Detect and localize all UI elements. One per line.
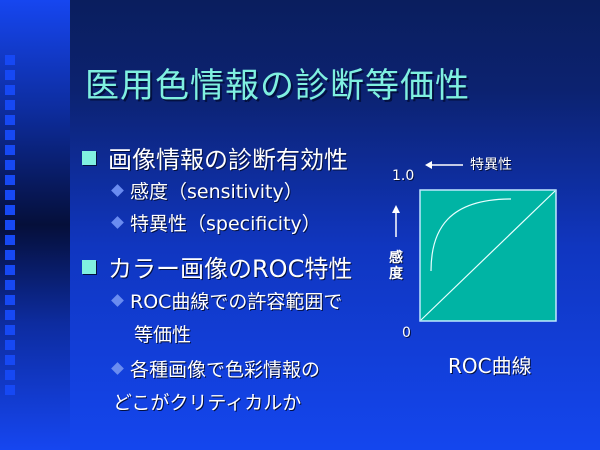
diamond-bullet-icon	[111, 294, 124, 307]
decorative-square	[5, 85, 15, 95]
sub-bullet-continuation: どこがクリティカルか	[113, 392, 302, 414]
diamond-bullet-icon	[111, 216, 124, 229]
square-bullet-icon	[82, 150, 96, 165]
square-bullet-icon	[82, 259, 96, 274]
y-axis-top-label: 1.0	[392, 168, 415, 184]
roc-curve	[430, 198, 512, 272]
sub-bullet-text: 感度（sensitivity）	[130, 181, 303, 203]
decorative-square	[5, 265, 15, 275]
decorative-square	[5, 175, 15, 185]
decorative-square	[5, 355, 15, 365]
decorative-square	[5, 325, 15, 335]
diagonal-line	[420, 190, 556, 321]
sub-bullet: 感度（sensitivity）	[111, 177, 303, 204]
y-axis-label: 感度	[389, 250, 403, 282]
sub-bullet-text: 特異性（specificity）	[130, 213, 321, 235]
x-axis-label: 特異性	[470, 157, 512, 173]
decorative-square	[5, 115, 15, 125]
slide-title: 医用色情報の診断等価性	[85, 66, 470, 106]
decorative-square	[5, 250, 15, 260]
decorative-square	[5, 340, 15, 350]
decorative-square	[5, 70, 15, 80]
bullet-text: カラー画像のROC特性	[108, 255, 353, 283]
decorative-square	[5, 190, 15, 200]
decorative-square	[5, 55, 15, 65]
decorative-square	[5, 130, 15, 140]
decorative-square	[5, 295, 15, 305]
sub-bullet: 各種画像で色彩情報の	[111, 355, 321, 382]
decorative-square	[5, 145, 15, 155]
decorative-square	[5, 160, 15, 170]
roc-chart	[419, 189, 557, 322]
decorative-square	[5, 370, 15, 380]
sub-bullet: 特異性（specificity）	[111, 209, 321, 236]
bullet-text: 画像情報の診断有効性	[108, 146, 348, 174]
diamond-bullet-icon	[111, 362, 124, 375]
origin-label: 0	[402, 325, 411, 341]
figure-caption: ROC曲線	[448, 354, 532, 378]
decorative-square	[5, 205, 15, 215]
decorative-square	[5, 310, 15, 320]
decorative-square	[5, 280, 15, 290]
decorative-square	[5, 235, 15, 245]
bullet-2: カラー画像のROC特性	[82, 249, 352, 284]
bullet-1: 画像情報の診断有効性	[82, 140, 348, 175]
left-arrow-icon	[425, 161, 463, 169]
sub-bullet: ROC曲線での許容範囲で	[111, 287, 343, 314]
decorative-square	[5, 100, 15, 110]
decorative-square	[5, 385, 15, 395]
diamond-bullet-icon	[111, 184, 124, 197]
sub-bullet-continuation: 等価性	[134, 324, 192, 346]
decorative-square	[5, 220, 15, 230]
sub-bullet-text: ROC曲線での許容範囲で	[130, 291, 343, 313]
up-arrow-icon	[392, 205, 400, 237]
sub-bullet-text: 各種画像で色彩情報の	[130, 359, 321, 381]
